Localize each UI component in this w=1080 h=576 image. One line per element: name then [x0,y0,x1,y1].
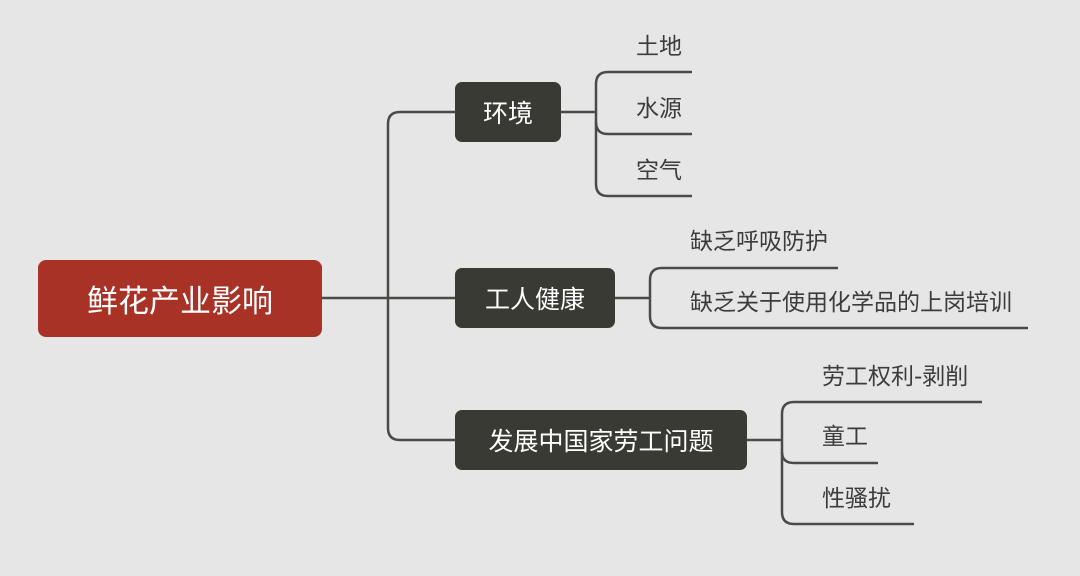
branch-2-bracket [648,266,1028,330]
root-node[interactable]: 鲜花产业影响 [38,260,322,337]
branch-3-bracket [780,400,914,526]
leaf-node[interactable]: 空气 [636,158,682,184]
branch-label: 发展中国家劳工问题 [488,427,714,456]
leaf-underline-水源 [594,121,692,136]
leaf-node[interactable]: 性骚扰 [822,486,891,512]
branch-label: 工人健康 [484,285,585,314]
branch-node-environment[interactable]: 环境 [455,82,561,142]
branch-node-labor-issues[interactable]: 发展中国家劳工问题 [455,410,747,470]
root-label: 鲜花产业影响 [87,284,273,320]
leaf-node[interactable]: 缺乏呼吸防护 [690,229,828,255]
leaf-node[interactable]: 水源 [636,96,682,122]
leaf-node[interactable]: 土地 [636,34,682,60]
leaf-node[interactable]: 劳工权利-剥削 [822,364,969,390]
leaf-node[interactable]: 缺乏关于使用化学品的上岗培训 [690,290,1012,316]
branch-label: 环境 [482,99,533,128]
trunk-connector [386,110,455,442]
leaf-underline-童工 [780,451,878,465]
leaf-node[interactable]: 童工 [822,424,868,450]
branch-node-worker-health[interactable]: 工人健康 [455,268,615,328]
branch-1-bracket [594,70,692,198]
